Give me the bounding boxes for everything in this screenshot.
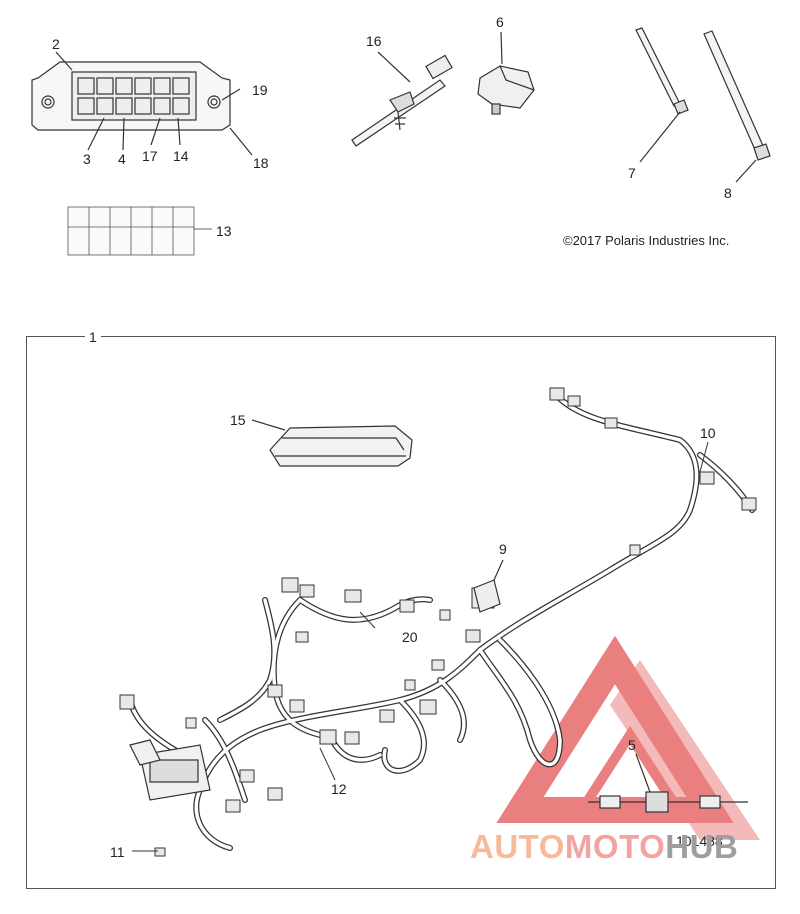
inline-fuse-part: [588, 753, 748, 813]
callout-12: 12: [331, 781, 347, 797]
watermark-part-moto: MOTO: [564, 828, 666, 865]
zip-tie-strap-parts: [635, 27, 771, 183]
callout-7: 7: [628, 165, 636, 181]
callout-14: 14: [173, 148, 189, 164]
watermark-part-auto: AUTO: [470, 828, 565, 865]
diagram-part-number: 101488: [676, 833, 723, 849]
callout-20: 20: [402, 629, 418, 645]
fuse-slots: [77, 77, 190, 115]
callout-17: 17: [142, 148, 158, 164]
fuse-box-cover-part: [251, 419, 413, 467]
callout-9: 9: [499, 541, 507, 557]
cable-tie-clip-part: [351, 51, 453, 147]
watermark-triangle-logo: [496, 635, 760, 840]
callout-18: 18: [253, 155, 269, 171]
harness-assembly-frame: [26, 336, 776, 889]
callout-2: 2: [52, 36, 60, 52]
callout-11: 11: [110, 844, 125, 860]
harness-fuse-box: [129, 739, 211, 801]
fuse-label-sheet: [67, 206, 212, 256]
fuse-box-part: [31, 51, 253, 156]
watermark-brand-text: AUTOMOTOHUB: [470, 828, 738, 866]
watermark-part-hub: HUB: [665, 828, 739, 865]
relay-part: [473, 559, 504, 613]
push-connector-part: [477, 31, 535, 115]
callout-8: 8: [724, 185, 732, 201]
callout-1: 1: [85, 329, 101, 345]
callout-5: 5: [628, 737, 636, 753]
callout-6: 6: [496, 14, 504, 30]
callout-3: 3: [83, 151, 91, 167]
callout-4: 4: [118, 151, 126, 167]
callout-15: 15: [230, 412, 246, 428]
callout-10: 10: [700, 425, 716, 441]
copyright-notice: ©2017 Polaris Industries Inc.: [563, 233, 730, 248]
callout-leaders: [132, 441, 709, 852]
callout-16: 16: [366, 33, 382, 49]
callout-19: 19: [252, 82, 268, 98]
callout-13: 13: [216, 223, 232, 239]
